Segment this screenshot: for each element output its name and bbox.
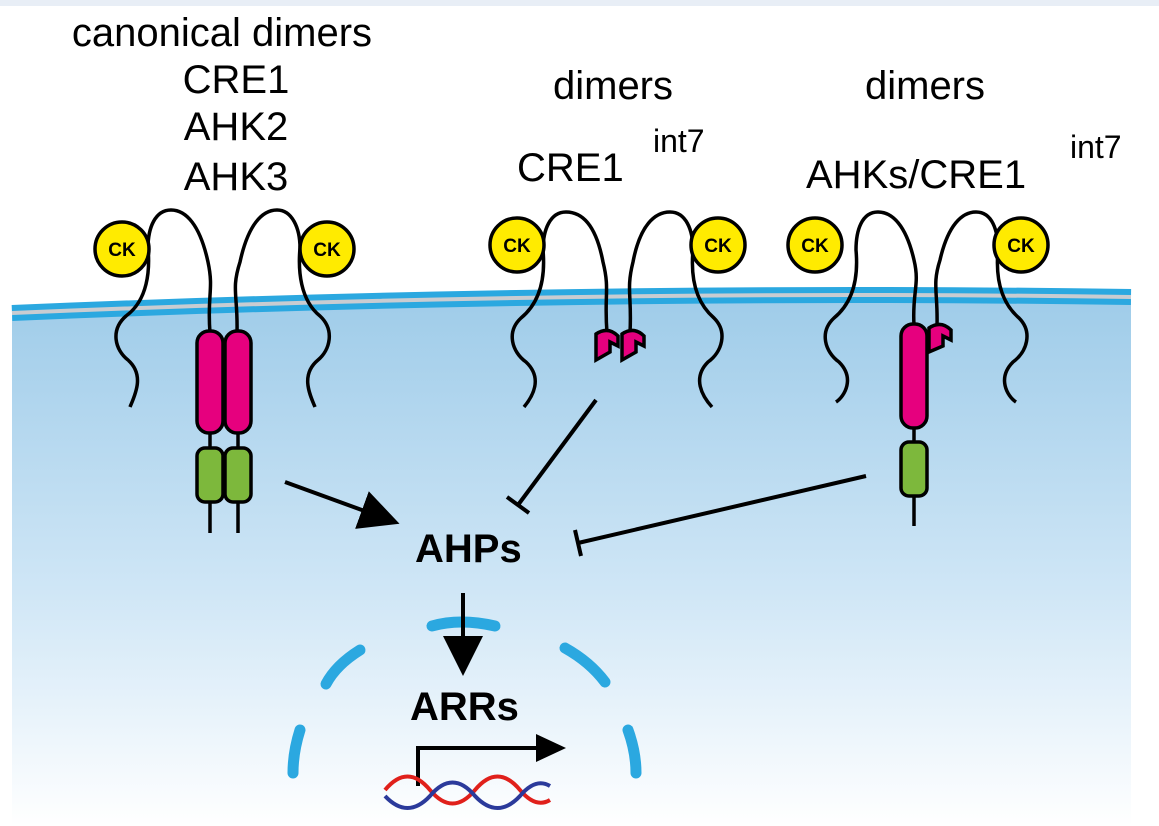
transcription-arrow [416,734,566,786]
ck-ligand-2: CK [298,220,356,278]
cytoplasm [12,298,1131,826]
label-ahk3: AHK3 [184,155,289,199]
svg-text:CK: CK [503,236,531,257]
top-border [0,0,1159,6]
label-int7-dimers: dimers [553,64,673,108]
inhibition-line-hetero [573,474,867,557]
ck-ligand-4: CK [689,216,747,274]
plasma-membrane [11,287,1132,321]
inhibition-line-int7 [505,398,598,515]
svg-text:CK: CK [801,236,829,257]
svg-text:CK: CK [108,240,136,261]
label-int7-cre1: CRE1 [517,146,624,190]
ck-ligand-3: CK [488,216,546,274]
svg-text:CK: CK [313,240,341,261]
label-hetero-dimers: dimers [865,64,985,108]
dna-helix [383,774,552,810]
label-ahk2: AHK2 [184,105,289,149]
activation-arrow [284,480,400,529]
canonical-receptor-dimer [114,208,331,533]
svg-text:CK: CK [1007,236,1035,257]
ck-ligand-1: CK [93,220,151,278]
svg-text:CK: CK [704,236,732,257]
label-ahps: AHPs [415,527,522,571]
ck-ligand-5: CK [786,216,844,274]
label-canonical-dimers: canonical dimers [72,11,372,55]
label-hetero-superscript: int7 [1070,129,1122,165]
label-arrs: ARRs [410,685,519,729]
label-hetero-name: AHKs/CRE1 [806,153,1026,197]
label-int7-superscript: int7 [653,123,705,159]
ck-ligand-6: CK [992,216,1050,274]
label-cre1: CRE1 [183,58,290,102]
